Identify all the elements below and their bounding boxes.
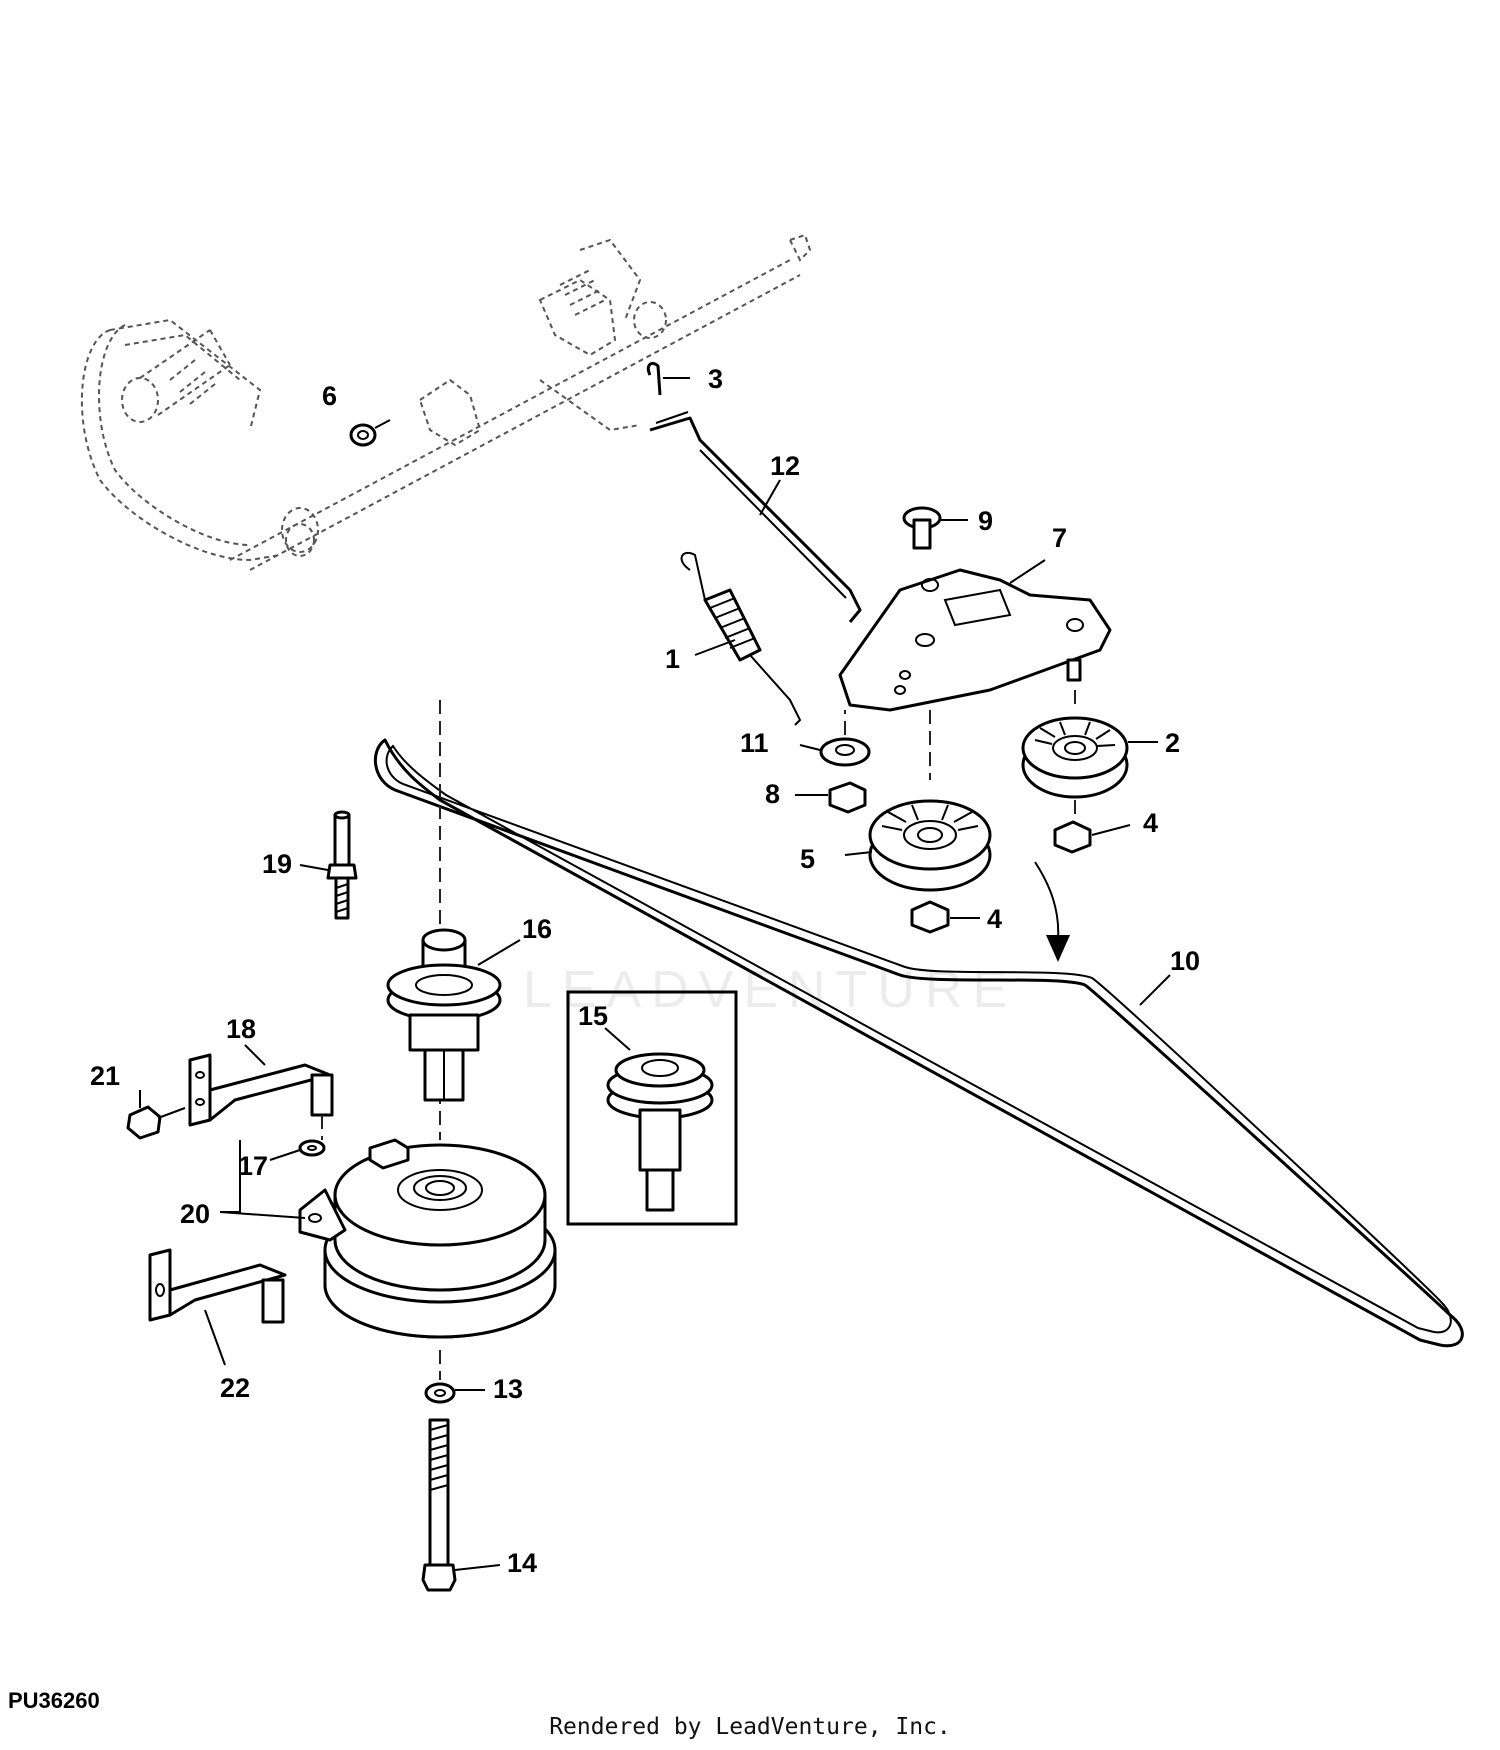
callout-12: 12	[770, 451, 800, 481]
callout-15: 15	[578, 1001, 608, 1031]
part-6-washer	[349, 419, 391, 447]
callout-17: 17	[238, 1151, 268, 1181]
part-18-bracket	[188, 1044, 334, 1140]
phantom-pedal-assembly	[80, 233, 812, 571]
part-19-stud	[299, 810, 358, 920]
part-22-bracket	[148, 1248, 287, 1366]
callout-18: 18	[226, 1014, 256, 1044]
part-17-washer	[269, 1139, 326, 1161]
callout-22: 22	[220, 1373, 250, 1403]
part-13-washer	[424, 1382, 485, 1404]
part-11-bushing	[799, 710, 871, 767]
part-4-nut-upper	[1053, 800, 1131, 854]
callout-1: 1	[665, 644, 680, 674]
part-16-pulley	[386, 928, 521, 1102]
part-1-spring	[680, 551, 802, 726]
callout-8: 8	[765, 779, 780, 809]
part-8-nut	[795, 781, 867, 814]
callout-19: 19	[262, 849, 292, 879]
part-14-bolt	[421, 1418, 501, 1592]
part-7-bracket	[838, 559, 1112, 712]
part-10-belt	[373, 738, 1464, 1348]
callout-13: 13	[493, 1374, 523, 1404]
callout-11: 11	[740, 728, 769, 758]
callout-7: 7	[1052, 523, 1067, 553]
part-21-screw	[126, 1090, 186, 1140]
part-3-pin	[646, 361, 690, 396]
callout-2: 2	[1165, 728, 1180, 758]
part-2-idler-pulley	[1021, 690, 1158, 799]
callout-5: 5	[800, 844, 815, 874]
part-12-rod	[649, 411, 862, 623]
callout-labels: 1 2 3 4 4 5 6 7 8 9 10 11 12 13 14 15 16…	[90, 364, 1200, 1578]
part-9-bolt	[902, 506, 968, 550]
footer-credit: Rendered by LeadVenture, Inc.	[549, 1714, 951, 1740]
watermark: LEADVENTURE	[522, 961, 1018, 1019]
callout-14: 14	[507, 1548, 537, 1578]
callout-16: 16	[522, 914, 552, 944]
figure-id: PU36260	[8, 1688, 100, 1713]
inset-box-part-15	[566, 990, 738, 1226]
callout-4b: 4	[987, 904, 1002, 934]
part-5-idler-pulley	[844, 710, 992, 892]
rotation-arrow	[1034, 861, 1070, 962]
callout-6: 6	[322, 381, 337, 411]
callout-21: 21	[90, 1061, 120, 1091]
callout-9: 9	[978, 506, 993, 536]
callout-10: 10	[1170, 946, 1200, 976]
callout-4a: 4	[1143, 808, 1158, 838]
callout-3: 3	[708, 364, 723, 394]
part-20-clutch	[219, 1138, 557, 1339]
callout-20: 20	[180, 1199, 210, 1229]
part-4-nut-lower	[910, 900, 980, 934]
